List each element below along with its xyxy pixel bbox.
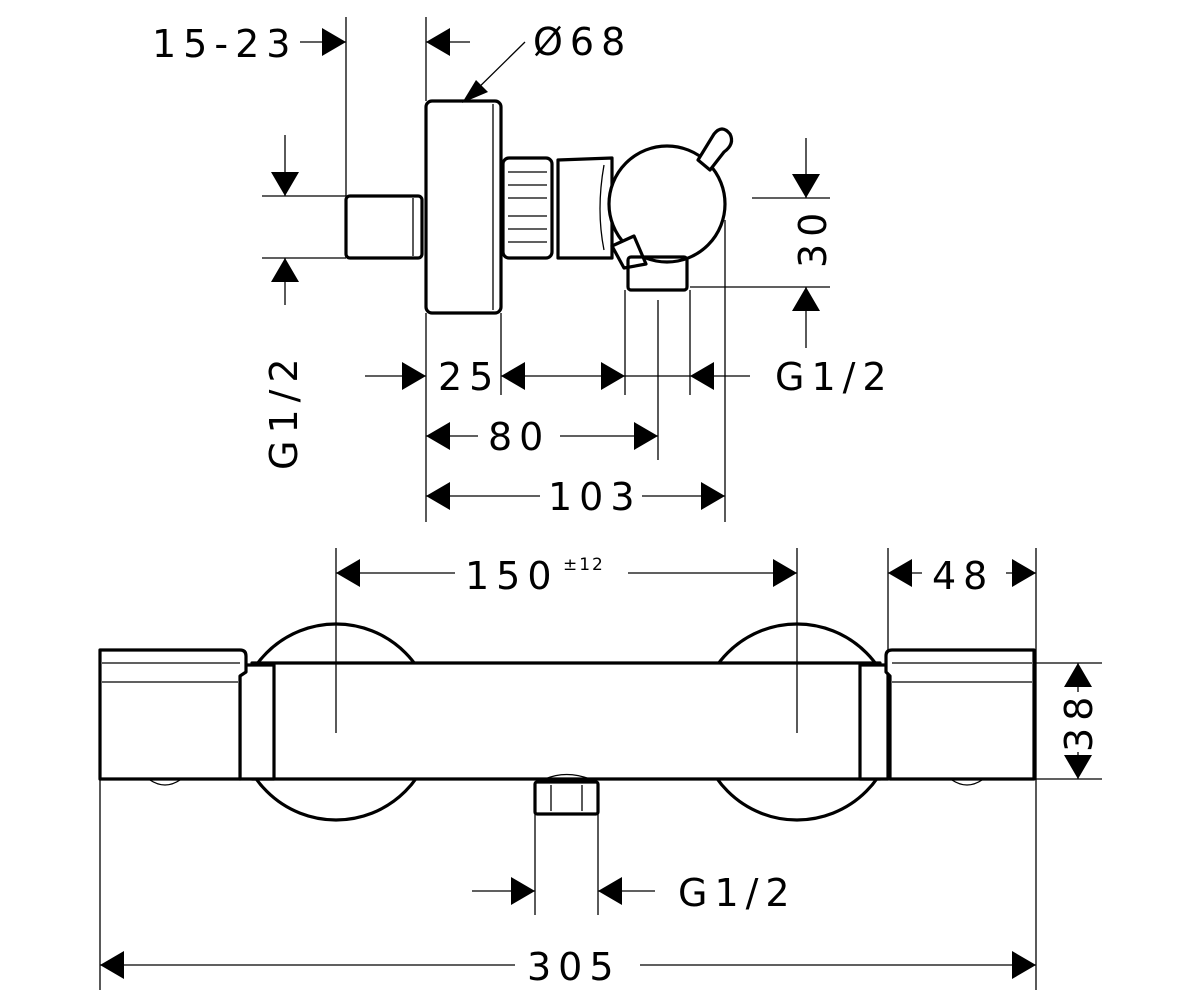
label-dim-103: 103 bbox=[548, 475, 642, 519]
side-cover-rosette bbox=[424, 99, 503, 315]
label-inlet-height: 30 bbox=[791, 206, 835, 268]
dim-outlet-thread-side: G1/2 bbox=[625, 355, 894, 399]
label-handle-width: 48 bbox=[932, 554, 994, 598]
dim-inlet-height: 30 bbox=[791, 138, 835, 348]
dim-depth-range: 15-23 bbox=[152, 22, 470, 66]
front-body-bar bbox=[250, 661, 882, 781]
dim-cover-diameter: Ø68 bbox=[462, 20, 632, 103]
label-body-height: 38 bbox=[1057, 690, 1101, 752]
label-dim-80: 80 bbox=[488, 415, 550, 459]
dim-25: 25 bbox=[365, 355, 625, 399]
front-handle-right bbox=[884, 648, 1036, 786]
label-outlet-thread-side: G1/2 bbox=[775, 355, 894, 399]
side-wall-connector bbox=[344, 194, 424, 260]
dim-103: 103 bbox=[426, 475, 725, 519]
label-cover-diameter: Ø68 bbox=[533, 20, 632, 64]
dim-body-height: 38 bbox=[1057, 663, 1101, 779]
side-mixer-body bbox=[556, 156, 614, 260]
dim-inlet-thread-left: G1/2 bbox=[262, 135, 306, 470]
side-hex-nut bbox=[501, 156, 554, 260]
front-outlet-nut bbox=[533, 773, 600, 816]
label-depth-range: 15-23 bbox=[152, 22, 297, 66]
label-center-tolerance: ±12 bbox=[563, 555, 605, 575]
side-view: 15-23 Ø68 G1/2 30 bbox=[152, 17, 894, 522]
label-dim-25: 25 bbox=[438, 355, 500, 399]
dim-overall-length: 305 bbox=[100, 945, 1036, 989]
front-handle-left bbox=[98, 648, 248, 786]
front-view: 150 ±12 48 38 G1/2 bbox=[98, 548, 1102, 990]
label-inlet-thread-left: G1/2 bbox=[262, 351, 306, 470]
dim-outlet-thread-front: G1/2 bbox=[472, 871, 797, 915]
dim-handle-width: 48 bbox=[888, 552, 1036, 598]
label-overall-length: 305 bbox=[527, 945, 621, 989]
label-center-distance: 150 bbox=[465, 554, 559, 598]
side-outlet-stub bbox=[626, 255, 689, 292]
dim-80: 80 bbox=[426, 415, 658, 459]
side-handle-knob bbox=[607, 127, 734, 270]
dim-center-distance: 150 ±12 bbox=[336, 554, 797, 598]
label-outlet-thread-front: G1/2 bbox=[678, 871, 797, 915]
